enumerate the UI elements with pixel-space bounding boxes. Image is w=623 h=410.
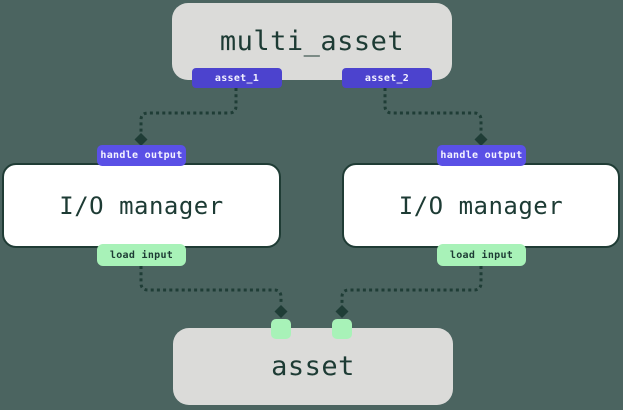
arrowhead-diamond-right-input: [335, 305, 349, 318]
handle-output-badge-left: handle output: [97, 145, 186, 166]
node-asset: asset: [173, 328, 453, 405]
node-io-manager-left-label: I/O manager: [59, 191, 224, 220]
node-asset-label: asset: [271, 351, 355, 382]
arrowhead-diamond-right-io: [474, 133, 488, 146]
node-multi-asset: multi_asset: [172, 3, 452, 80]
load-input-badge-right: load input: [437, 244, 526, 266]
arrowhead-diamond-left-io: [134, 133, 148, 146]
edge-asset1-to-left-io: [139, 88, 238, 132]
input-handle-square-left: [271, 319, 291, 339]
edge-asset2-to-right-io: [383, 88, 483, 132]
handle-output-badge-right: handle output: [437, 145, 526, 166]
node-io-manager-left: I/O manager: [2, 163, 281, 248]
node-io-manager-right: I/O manager: [342, 163, 620, 248]
input-handle-square-right: [332, 319, 352, 339]
output-badge-asset-1: asset_1: [192, 68, 282, 88]
node-io-manager-right-label: I/O manager: [398, 191, 564, 220]
arrowhead-diamond-left-input: [274, 305, 288, 318]
edge-right-io-to-asset: [340, 266, 483, 304]
node-multi-asset-label: multi_asset: [219, 26, 405, 57]
load-input-badge-left: load input: [97, 244, 186, 266]
edge-left-io-to-asset: [139, 266, 283, 304]
output-badge-asset-2: asset_2: [342, 68, 432, 88]
